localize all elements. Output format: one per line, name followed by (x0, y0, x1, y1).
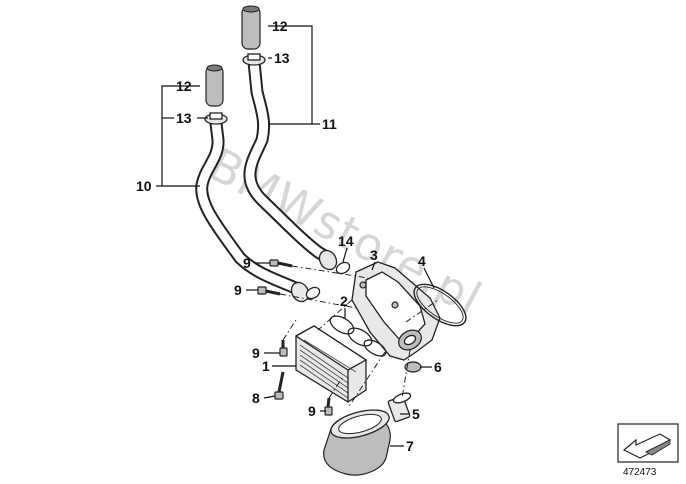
callout-leaders (156, 25, 435, 447)
assembly-lines (279, 265, 439, 409)
callout-12-right: 12 (272, 18, 288, 34)
callout-7: 7 (406, 438, 414, 454)
callout-14: 14 (338, 233, 354, 249)
callout-1: 1 (262, 358, 270, 374)
hollow-bolt-5 (387, 392, 412, 423)
o-ring-4 (413, 283, 467, 327)
callout-9-middle: 9 (234, 282, 242, 298)
oil-cooler-1 (294, 325, 368, 403)
hose-assembly-10 (195, 114, 303, 296)
callout-12-left: 12 (176, 78, 192, 94)
callout-11: 11 (322, 116, 337, 132)
callout-10: 10 (136, 178, 152, 194)
callout-3: 3 (370, 247, 378, 263)
hose-cap-12-right (241, 5, 261, 50)
o-ring-14 (305, 261, 351, 300)
bolt-8 (274, 371, 285, 400)
hose-assembly-11 (243, 61, 332, 264)
gasket-2 (329, 315, 387, 357)
callout-2: 2 (340, 293, 348, 309)
oil-cooler-housing-3 (351, 261, 441, 361)
callout-9-top: 9 (243, 255, 251, 271)
bolt-9-cooler (279, 340, 288, 357)
hose-cap-12-left (205, 64, 224, 107)
bolt-9-lower (324, 397, 333, 416)
callout-8: 8 (252, 390, 260, 406)
hose-clamp-13-right (242, 53, 266, 66)
callout-13-right: 13 (274, 50, 290, 66)
reference-number: 472473 (623, 467, 657, 478)
callout-9-cooler: 9 (252, 345, 260, 361)
callout-9-lower: 9 (308, 403, 316, 419)
arrow-direction-icon (617, 423, 679, 463)
callout-6: 6 (434, 359, 442, 375)
callout-5: 5 (412, 406, 420, 422)
bolt-9-top (269, 259, 293, 268)
oil-filter-7 (323, 409, 391, 476)
callout-4: 4 (418, 253, 426, 269)
callout-13-left: 13 (176, 110, 192, 126)
bolt-9-middle (257, 286, 281, 296)
hose-clamp-13-left (204, 112, 228, 125)
hose-clamp-lower-1 (318, 249, 338, 271)
